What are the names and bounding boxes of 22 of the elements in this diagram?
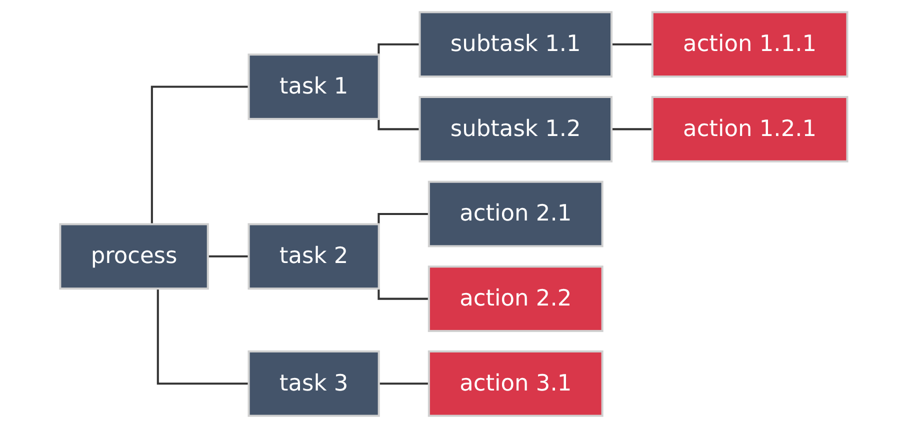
node-box <box>428 350 604 416</box>
node-box <box>652 95 849 162</box>
node-box <box>248 222 380 290</box>
connector <box>378 382 430 384</box>
node-box <box>652 10 849 78</box>
connector <box>157 288 250 384</box>
connector <box>151 85 250 224</box>
connector <box>378 118 420 130</box>
node-box <box>428 265 604 332</box>
tree-diagram: process task 1 subtask 1.1 action 1.1.1 subtask 1.2 action 1.2.1 task 2 action 2.1 action 2.2 task 3 action 3.1 <box>52 4 856 424</box>
node-box <box>248 350 380 416</box>
node-box <box>419 10 613 78</box>
node-box <box>59 222 210 290</box>
connector <box>378 288 430 300</box>
connector <box>378 42 420 54</box>
connector <box>378 212 430 224</box>
node-box <box>428 180 604 247</box>
connector <box>610 128 653 130</box>
node-box <box>248 53 380 120</box>
connector <box>610 42 653 45</box>
connector <box>207 254 250 257</box>
node-box <box>419 95 613 162</box>
